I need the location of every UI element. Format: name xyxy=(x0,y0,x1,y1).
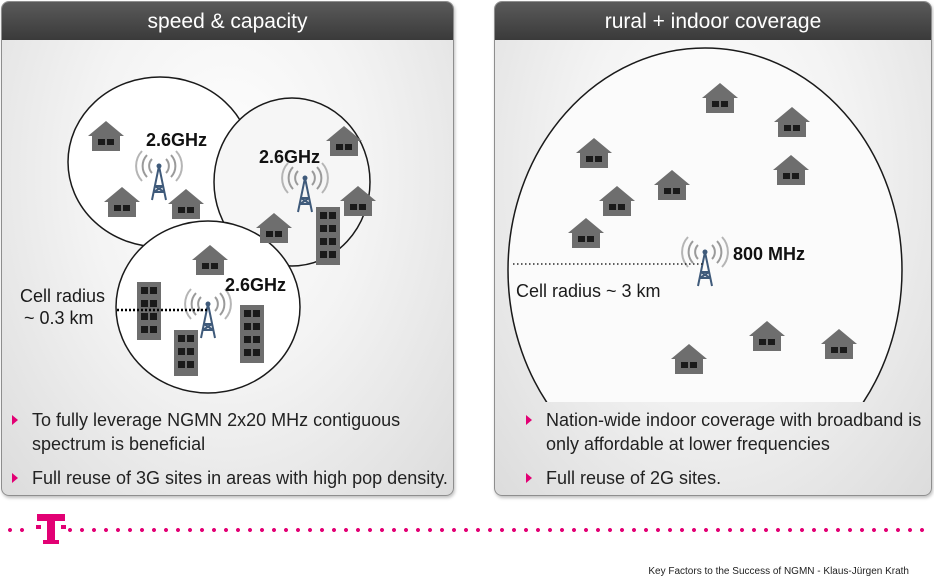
rural-coverage-panel: rural + indoor coverage 800 MHz Cell rad… xyxy=(494,1,932,496)
bullet-arrow-icon xyxy=(12,415,18,425)
panel-title: rural + indoor coverage xyxy=(495,2,931,40)
building-icon xyxy=(174,330,198,376)
small-cells-diagram xyxy=(67,76,376,394)
dotted-divider xyxy=(4,528,28,532)
bullet-item: Full reuse of 2G sites. xyxy=(522,466,922,490)
bullet-item: Nation-wide indoor coverage with broadba… xyxy=(522,408,922,456)
speed-capacity-panel: speed & capacity 2.6GHz 2.6GHz 2.6GHz Ce… xyxy=(1,1,454,496)
bullet-list: Nation-wide indoor coverage with broadba… xyxy=(522,408,922,495)
bullet-item: Full reuse of 3G sites in areas with hig… xyxy=(8,466,448,490)
cell-radius-value: ~ 0.3 km xyxy=(24,308,94,328)
macro-cell-diagram xyxy=(507,47,903,402)
frequency-label: 2.6GHz xyxy=(225,275,287,295)
bullet-arrow-icon xyxy=(526,415,532,425)
cell-radius-label: Cell radius ~ 3 km xyxy=(516,281,661,301)
bullet-list: To fully leverage NGMN 2x20 MHz contiguo… xyxy=(8,408,448,495)
frequency-label: 2.6GHz xyxy=(146,130,208,150)
panel-title: speed & capacity xyxy=(2,2,453,40)
dotted-divider xyxy=(64,528,932,532)
building-icon xyxy=(240,305,264,363)
bullet-arrow-icon xyxy=(526,473,532,483)
building-icon xyxy=(316,207,340,265)
frequency-label: 2.6GHz xyxy=(259,147,321,167)
footer-caption: Key Factors to the Success of NGMN - Kla… xyxy=(648,566,909,577)
frequency-label: 800 MHz xyxy=(733,244,806,264)
cell-radius-label: Cell radius xyxy=(20,286,106,306)
bullet-arrow-icon xyxy=(12,473,18,483)
bullet-item: To fully leverage NGMN 2x20 MHz contiguo… xyxy=(8,408,448,456)
t-logo-icon xyxy=(36,514,66,544)
